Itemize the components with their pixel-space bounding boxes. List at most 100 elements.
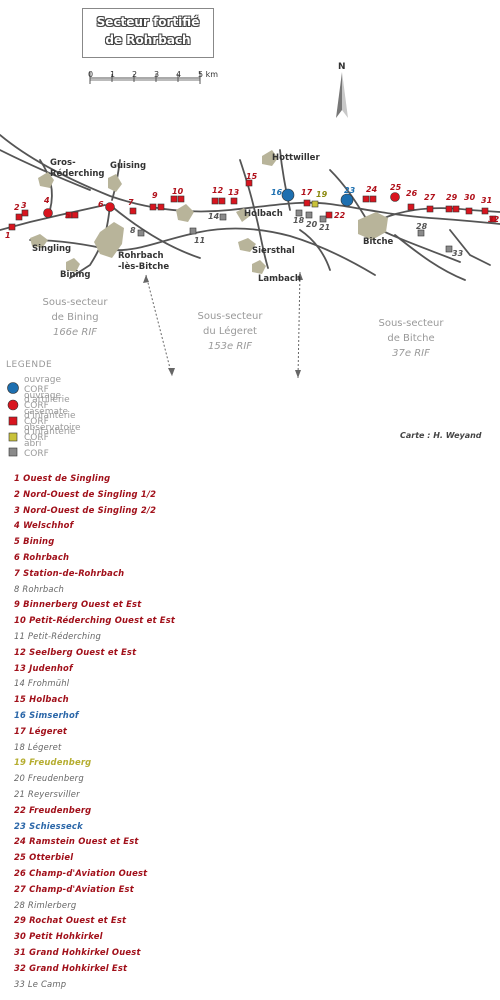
subsector-boundaries [143, 271, 303, 379]
map-num-26: 26 [406, 189, 418, 198]
subsector-legeret-line2: du Légeret [203, 326, 257, 337]
map-num-21: 21 [319, 223, 331, 232]
ouvrage-25-marker [390, 192, 400, 202]
map-num-27: 27 [424, 193, 436, 202]
subsector-bitche-line2: de Bitche [387, 333, 435, 344]
map-num-33: 33 [452, 249, 464, 258]
list-item: 22 Freudenberg [14, 804, 92, 815]
map-num-16: 16 [271, 188, 283, 197]
list-item: 23 Schiesseck [14, 820, 83, 831]
map-num-9: 9 [152, 191, 158, 200]
place-bining: Bining [60, 270, 91, 280]
legend-item-observatory: observatoire CORF [6, 422, 81, 443]
map-title-line2: de Rohrbach [105, 33, 191, 47]
map-num-7: 7 [128, 198, 134, 207]
map-title-line1: Secteur fortifié [96, 15, 200, 29]
ouvrage-6-marker [105, 202, 115, 212]
legend-item-casemate: casemate CORF d'infanterie [6, 406, 76, 437]
map-num-29: 29 [446, 193, 458, 202]
casemate-29b-marker [452, 205, 460, 213]
map-num-31: 31 [481, 196, 493, 205]
legend-label: ouvrage CORF d'artillerie [24, 375, 70, 405]
map-num-23: 23 [344, 186, 356, 195]
place-gros-rederching: Gros- Réderching [50, 158, 105, 179]
list-item: 20 Freudenberg [14, 773, 84, 784]
map-num-32: 32 [488, 215, 500, 224]
place-bitche: Bitche [363, 237, 394, 247]
casemate-13-marker [230, 197, 238, 205]
casemate-1-marker [8, 223, 16, 231]
legend-item-abri: abri CORF [6, 438, 52, 459]
legend-label: observatoire CORF [24, 423, 81, 443]
list-item: 29 Rochat Ouest et Est [14, 915, 127, 926]
casemate-29a-marker [445, 205, 453, 213]
map-num-1: 1 [5, 231, 11, 240]
ouvrage-23-marker [340, 193, 354, 207]
abri-11-marker [189, 227, 197, 235]
north-label: N [338, 62, 346, 72]
map-num-11: 11 [194, 236, 206, 245]
casemate-22-marker [325, 211, 333, 219]
casemate-31-marker [481, 207, 489, 215]
list-item: 30 Petit Hohkirkel [14, 931, 103, 942]
list-item: 9 Binnerberg Ouest et Est [14, 599, 142, 610]
list-item: 19 Freudenberg [14, 757, 92, 768]
subsector-bining-rif: 166e RIF [52, 327, 98, 338]
ouvrage-16-marker [281, 188, 295, 202]
sector-map [0, 72, 500, 457]
list-item: 2 Nord-Ouest de Singling 1/2 [14, 488, 157, 499]
observatory-19-marker [311, 200, 319, 208]
abri-8-marker [137, 229, 145, 237]
list-item: 5 Bining [14, 536, 55, 547]
casemate-24a-marker [362, 195, 370, 203]
casemate-30-marker [465, 207, 473, 215]
place-guising: Guising [110, 161, 147, 171]
place-hottwiller: Hottwiller [272, 153, 320, 163]
list-item: 25 Otterbiel [14, 852, 74, 863]
list-item: 33 Le Camp [14, 978, 67, 989]
place-holbach: Holbach [244, 209, 283, 219]
list-item: 21 Reyersviller [14, 788, 80, 799]
scale-tick-2: 2 [132, 70, 138, 79]
list-item: 32 Grand Hohkirkel Est [14, 962, 128, 973]
place-siersthal: Siersthal [252, 246, 295, 256]
casemate-27-marker [426, 205, 434, 213]
scale-tick-4: 4 [176, 70, 182, 79]
subsector-bining-line1: Sous-secteur [42, 297, 108, 308]
map-title: Secteur fortifié de Rohrbach [82, 8, 214, 58]
casemate-3-marker [21, 209, 29, 217]
casemate-12a-marker [211, 197, 219, 205]
legend-label: casemate CORF d'infanterie [24, 407, 76, 437]
casemate-24b-marker [369, 195, 377, 203]
map-num-5: 5 [65, 211, 71, 220]
casemate-32-marker [489, 215, 497, 223]
legend-title: LEGENDE [6, 360, 53, 370]
abri-28-marker [417, 229, 425, 237]
road-network [0, 134, 500, 281]
subsector-legeret-rif: 153e RIF [207, 341, 253, 352]
subsector-bitche-rif: 37e RIF [392, 348, 430, 359]
place-lambach: Lambach [258, 274, 301, 284]
list-item: 14 Frohmühl [14, 678, 70, 689]
place-rohrbach: Rohrbach -lès-Bitche [118, 251, 170, 272]
scale-tick-5: 5 km [198, 70, 219, 79]
list-item: 15 Holbach [14, 694, 69, 705]
casemate-7-marker [129, 207, 137, 215]
abri-20-marker [305, 211, 313, 219]
list-item: 8 Rohrbach [14, 583, 65, 594]
map-num-17: 17 [301, 188, 313, 197]
abri-33-marker [445, 245, 453, 253]
legend-item-artillery: ouvrage CORF d'artillerie [6, 374, 70, 405]
list-item: 11 Petit-Réderching [14, 630, 101, 641]
subsector-bining-label: Sous-secteur de Bining 166e RIF [20, 295, 130, 340]
list-item: 18 Légeret [14, 741, 62, 752]
map-num-6: 6 [98, 200, 104, 209]
scale-bar [89, 72, 201, 84]
abri-14-marker [219, 213, 227, 221]
map-num-12: 12 [212, 186, 224, 195]
subsector-legeret-line1: Sous-secteur [197, 311, 263, 322]
map-num-28: 28 [416, 222, 428, 231]
map-num-15: 15 [246, 172, 258, 181]
list-item: 27 Champ-d'Aviation Est [14, 883, 134, 894]
map-num-4: 4 [44, 196, 50, 205]
